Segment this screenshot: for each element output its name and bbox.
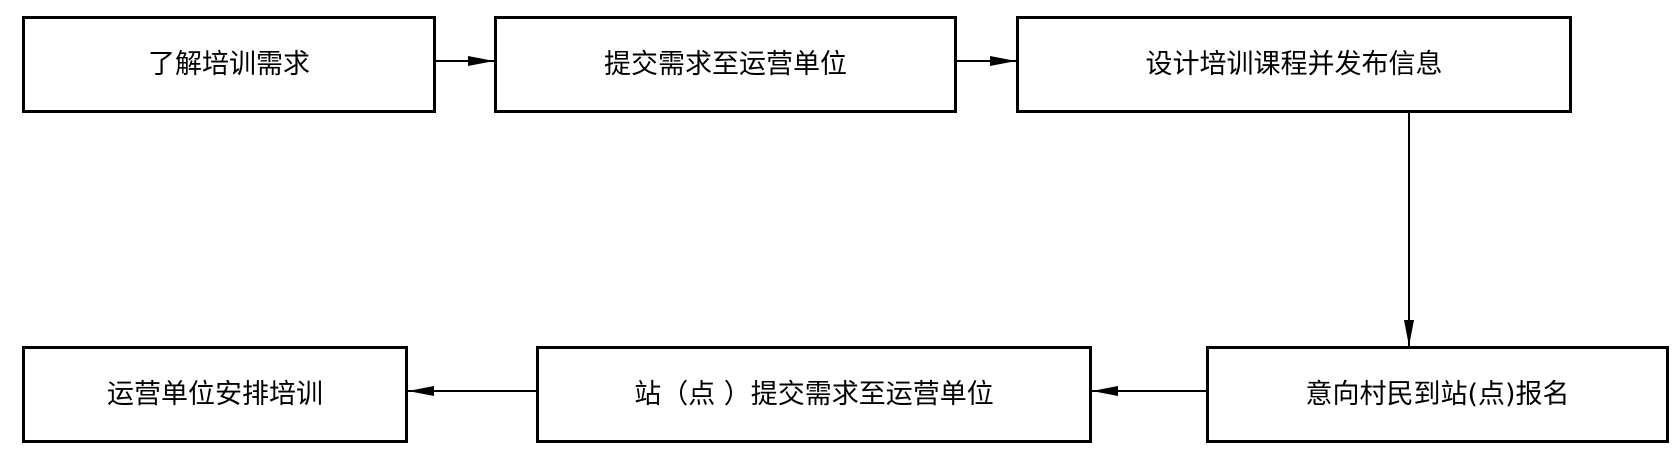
- step-villagers-register: 意向村民到站(点)报名: [1206, 346, 1669, 443]
- step-label: 设计培训课程并发布信息: [1145, 49, 1443, 80]
- step-label: 了解培训需求: [148, 49, 310, 80]
- step-label: 提交需求至运营单位: [604, 49, 847, 80]
- step-submit-needs-to-operator: 提交需求至运营单位: [494, 16, 957, 113]
- step-operator-arrange-training: 运营单位安排培训: [22, 346, 408, 443]
- step-label: 运营单位安排培训: [107, 379, 323, 410]
- step-label: 站（点 ）提交需求至运营单位: [634, 379, 994, 410]
- step-design-courses-publish-info: 设计培训课程并发布信息: [1016, 16, 1572, 113]
- step-understand-training-needs: 了解培训需求: [22, 16, 436, 113]
- step-label: 意向村民到站(点)报名: [1305, 379, 1570, 410]
- step-station-submit-needs: 站（点 ）提交需求至运营单位: [536, 346, 1092, 443]
